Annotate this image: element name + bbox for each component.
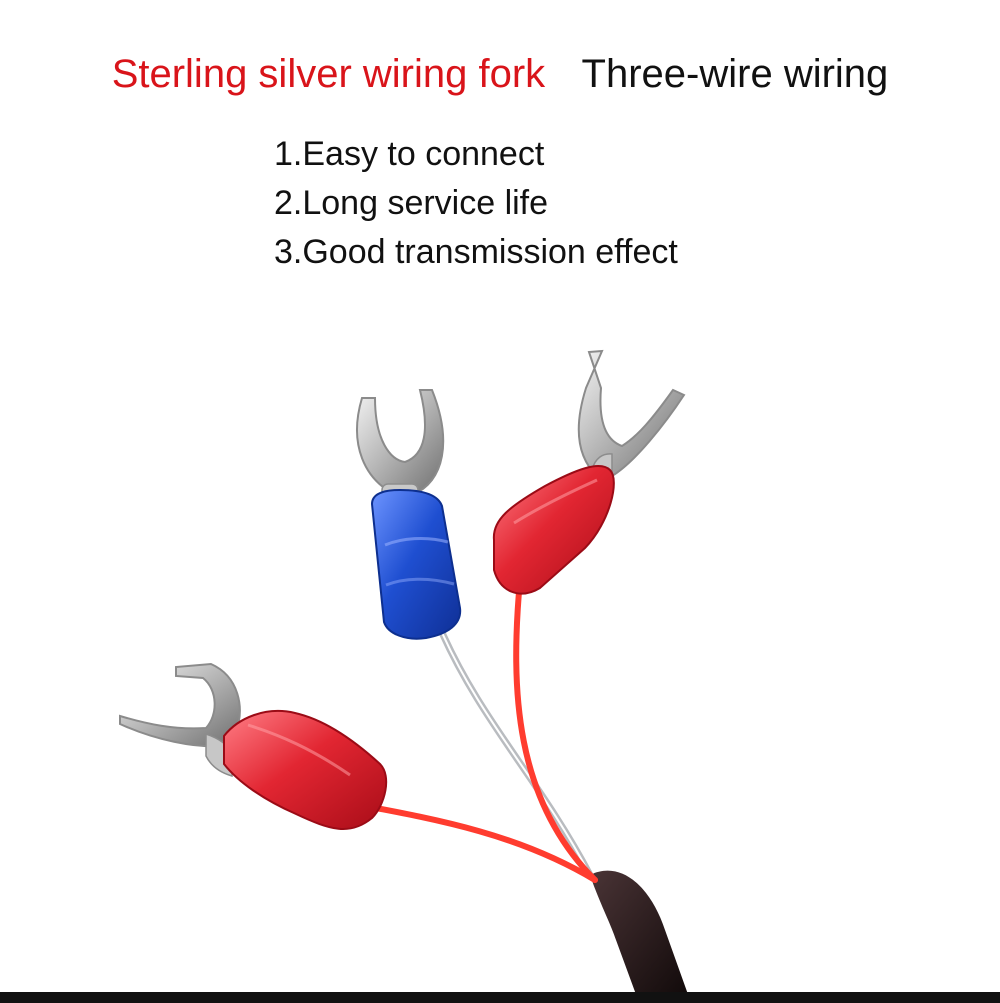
left-fork-terminal xyxy=(119,662,388,830)
bottom-bar xyxy=(0,992,1000,1003)
feature-item-1: 1.Easy to connect xyxy=(274,135,545,173)
headline-black-text: Three-wire wiring xyxy=(581,52,889,96)
red-wire-right xyxy=(513,577,598,883)
red-wire-left xyxy=(357,802,598,883)
feature-list: 1.Easy to connect 2.Long service life 3.… xyxy=(274,130,894,277)
headline-red-text: Sterling silver wiring fork xyxy=(111,52,546,96)
feature-item-2: 2.Long service life xyxy=(274,184,549,222)
right-fork-terminal xyxy=(492,349,686,595)
headline: Sterling silver wiring fork Three-wire w… xyxy=(0,50,1000,98)
middle-fork-terminal xyxy=(356,389,462,640)
white-wire xyxy=(436,624,594,879)
black-cable xyxy=(590,870,690,1000)
feature-item-3: 3.Good transmission effect xyxy=(274,233,678,271)
